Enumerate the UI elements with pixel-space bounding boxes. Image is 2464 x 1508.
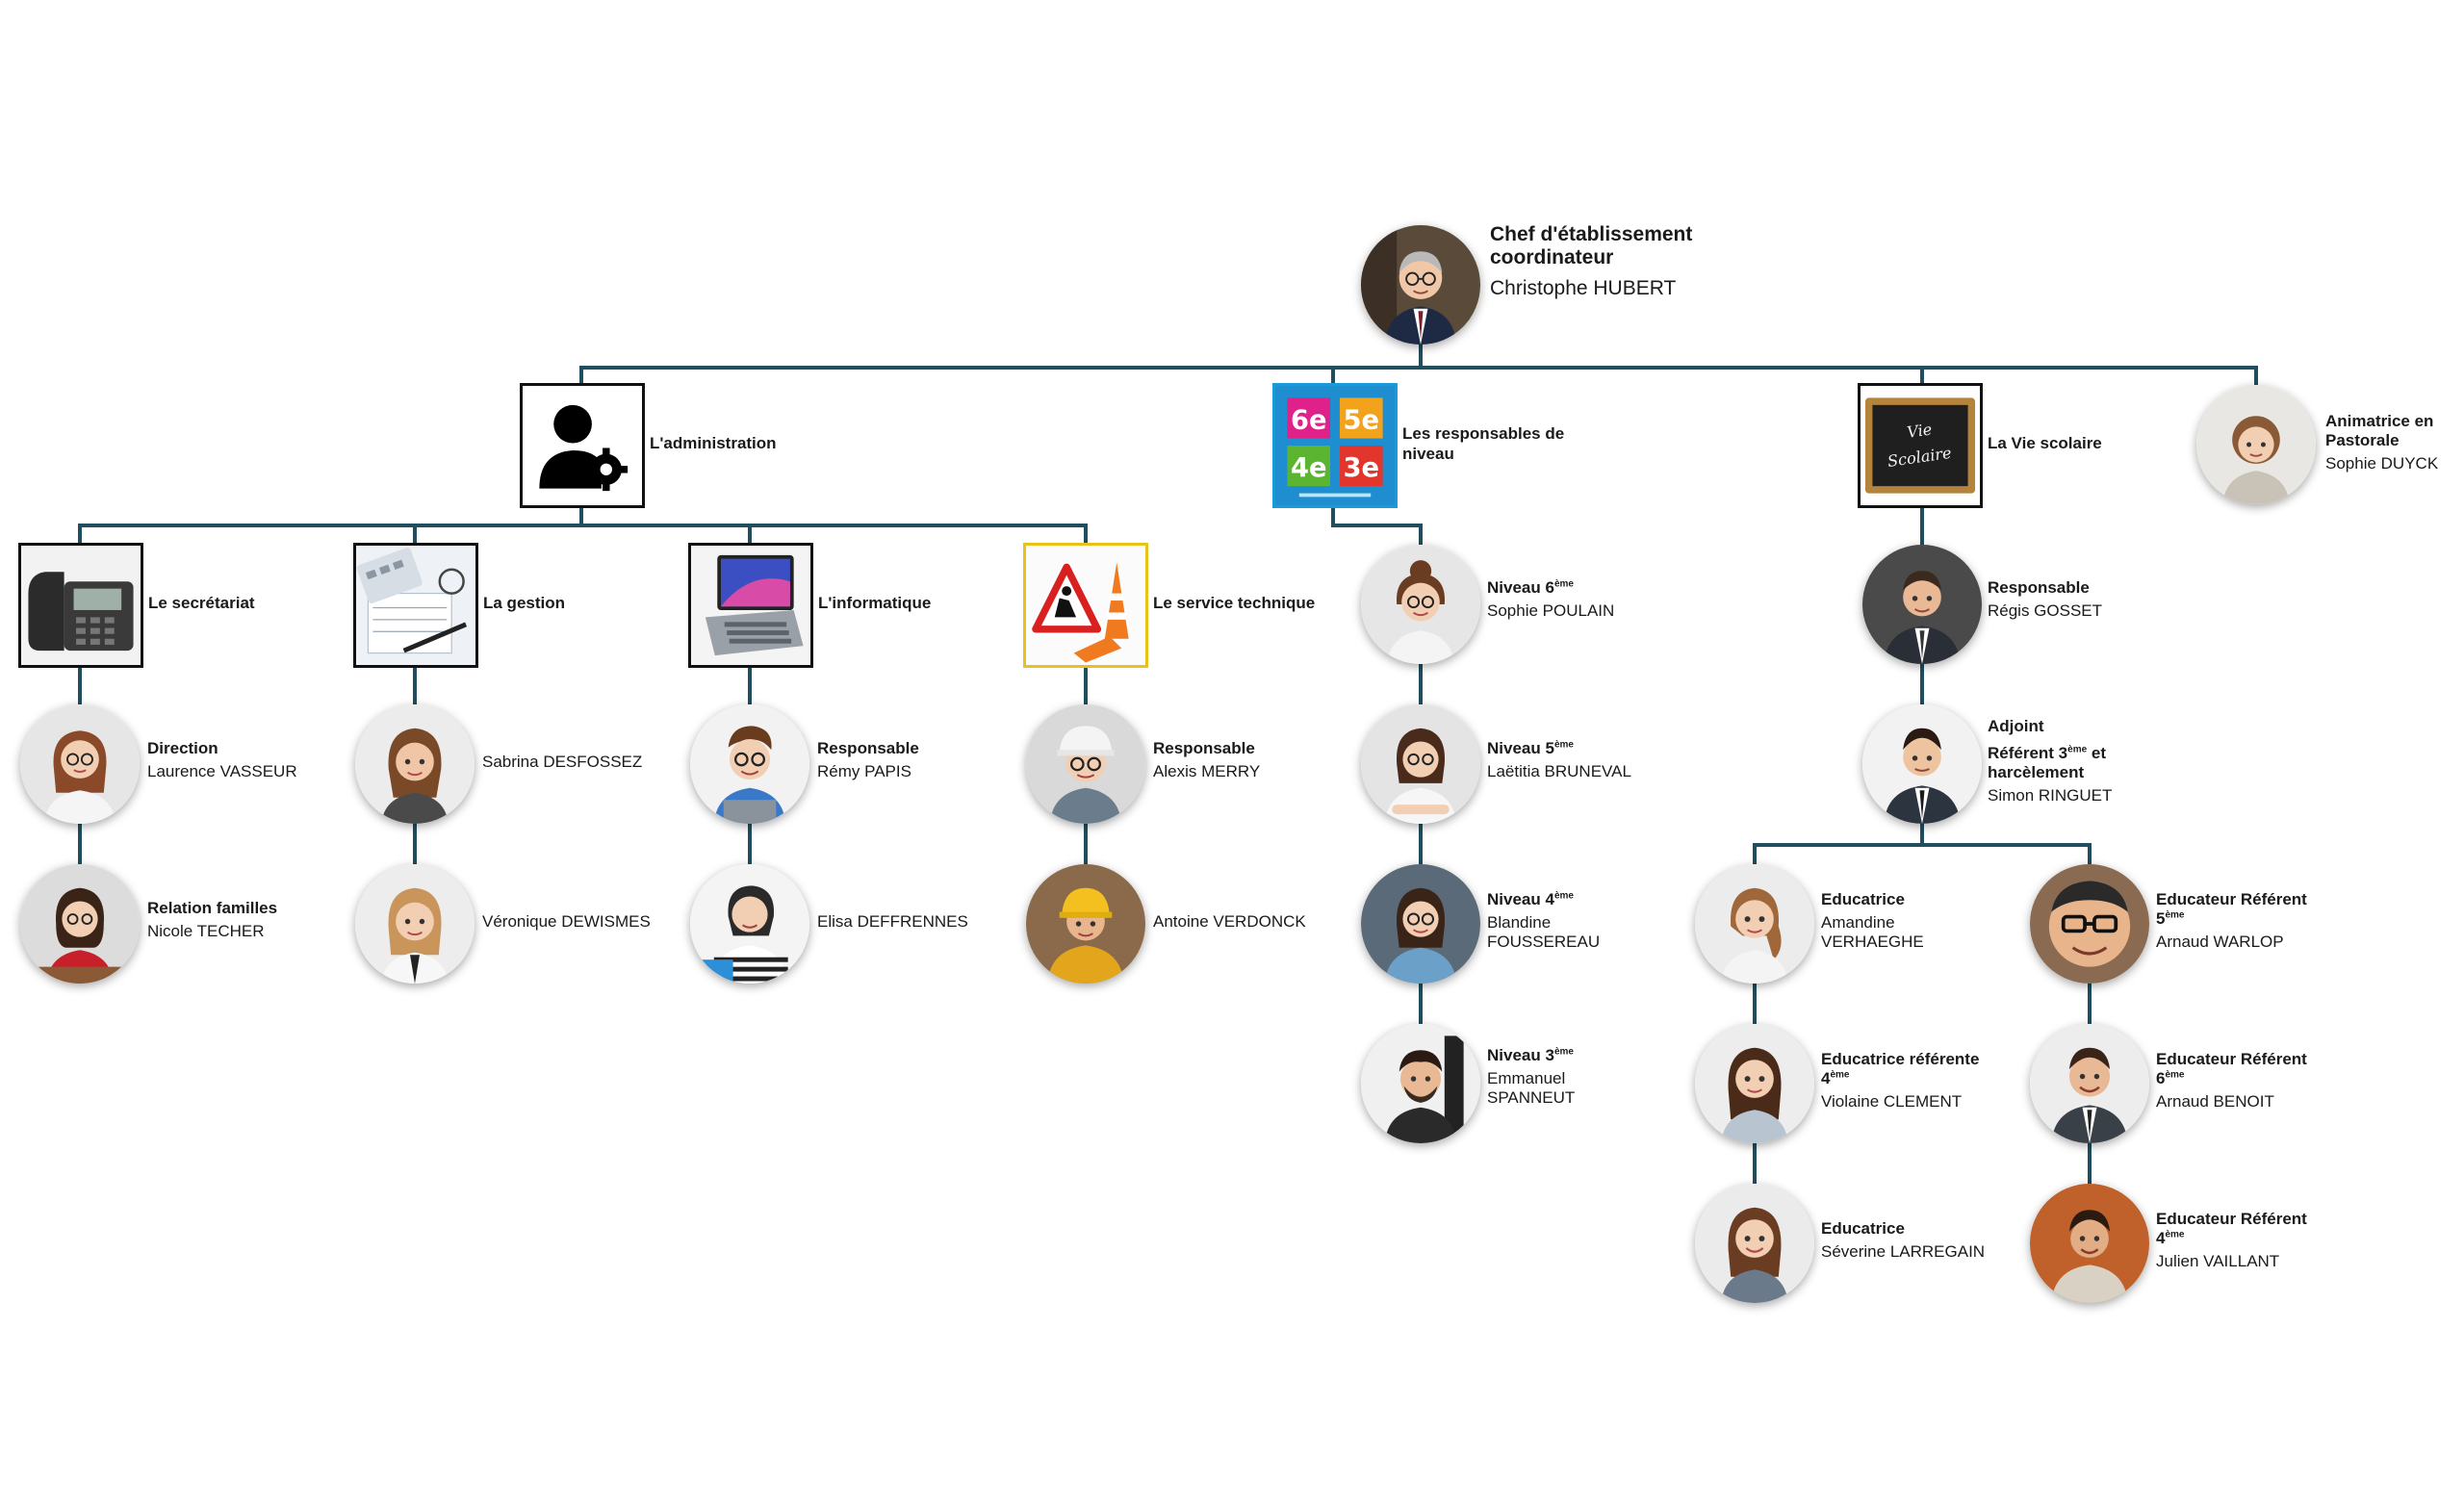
person-inf1-label: Responsable Rémy PAPIS xyxy=(817,739,919,781)
woman-striped-shirt-avatar-icon xyxy=(690,864,809,984)
chalk-line-1: Vie xyxy=(1906,420,1933,441)
woman-bun-glasses-avatar-icon xyxy=(1361,545,1480,664)
woman-dark-hair-avatar-icon xyxy=(1695,1024,1814,1143)
person-tec1-avatar xyxy=(1026,704,1145,824)
woman-ponytail-avatar-icon xyxy=(1695,864,1814,984)
person-edu2-avatar xyxy=(1695,1024,1814,1143)
person-inf2-avatar xyxy=(690,864,809,984)
person-niv3-avatar xyxy=(1361,1024,1480,1143)
man-glasses-suit-avatar-icon xyxy=(1361,225,1480,345)
woman-teacher-glasses-avatar-icon xyxy=(1361,864,1480,984)
person-edr2-avatar xyxy=(2030,1024,2149,1143)
person-ges2-label: Véronique DEWISMES xyxy=(482,912,651,931)
service-gestion-label: La gestion xyxy=(483,594,566,612)
woman-brown-hair-avatar-icon xyxy=(355,704,475,824)
tile-5e: 5e xyxy=(1344,406,1379,436)
man-hardhat-glasses-avatar-icon xyxy=(1026,704,1145,824)
service-secretariat-label: Le secrétariat xyxy=(148,594,255,612)
person-edr3-label: Educateur Référent 4ème Julien VAILLANT xyxy=(2156,1210,2307,1271)
chief-name: Christophe HUBERT xyxy=(1490,277,1677,300)
person-niv3-label: Niveau 3ème Emmanuel SPANNEUT xyxy=(1487,1046,1576,1108)
admin-gear-person-icon xyxy=(520,383,645,508)
unit-vie-scolaire-label: La Vie scolaire xyxy=(1988,434,2102,452)
woman-curly-hair-avatar-icon xyxy=(2196,385,2316,504)
worker-yellow-helmet-avatar-icon xyxy=(1026,864,1145,984)
levels-6e-5e-4e-3e-icon: 6e 5e 4e 3e xyxy=(1272,383,1398,508)
pastorale-role: Animatrice en Pastorale xyxy=(2325,412,2434,450)
chief-role: Chef d'établissement coordinateur xyxy=(1490,223,1693,269)
person-ges1-label: Sabrina DESFOSSEZ xyxy=(482,753,643,771)
person-edr1-label: Educateur Référent 5ème Arnaud WARLOP xyxy=(2156,890,2307,952)
unit-niveau-label: Les responsables de niveau xyxy=(1402,424,1565,463)
person-vs-resp-label: Responsable Régis GOSSET xyxy=(1988,578,2103,621)
man-dark-suit-avatar-icon xyxy=(1862,704,1982,824)
man-suit-tie-avatar-icon xyxy=(1862,545,1982,664)
person-edu3-avatar xyxy=(1695,1184,1814,1303)
person-niv5-label: Niveau 5ème Laëtitia BRUNEVAL xyxy=(1487,739,1631,781)
person-inf2-label: Elisa DEFFRENNES xyxy=(817,912,968,931)
woman-arms-crossed-avatar-icon xyxy=(1361,704,1480,824)
man-casual-avatar-icon xyxy=(2030,1184,2149,1303)
person-ges2-avatar xyxy=(355,864,475,984)
tile-4e: 4e xyxy=(1291,453,1326,483)
person-edr2-label: Educateur Référent 6ème Arnaud BENOIT xyxy=(2156,1050,2307,1112)
person-niv6-label: Niveau 6ème Sophie POULAIN xyxy=(1487,578,1615,621)
person-vs-resp-avatar xyxy=(1862,545,1982,664)
man-beard-avatar-icon xyxy=(1361,1024,1480,1143)
pastorale-avatar xyxy=(2196,385,2316,504)
desk-phone-icon xyxy=(18,543,143,668)
woman-smiling-avatar-icon xyxy=(1695,1184,1814,1303)
person-niv6-avatar xyxy=(1361,545,1480,664)
service-technique-label: Le service technique xyxy=(1153,594,1316,612)
laptop-icon xyxy=(688,543,813,668)
pastorale-name: Sophie DUYCK xyxy=(2325,454,2439,473)
chief-label: Chef d'établissement coordinateur Christ… xyxy=(1490,223,1702,300)
chalkboard-vie-scolaire-icon: Vie Scolaire xyxy=(1858,383,1983,508)
person-sec2-label: Relation familles Nicole TECHER xyxy=(147,899,278,941)
person-sec1-avatar xyxy=(20,704,140,824)
service-informatique-label: L'informatique xyxy=(818,594,932,612)
roadworks-sign-icon xyxy=(1023,543,1148,668)
person-niv4-label: Niveau 4ème Blandine FOUSSEREAU xyxy=(1487,890,1601,952)
person-vs-adj-avatar xyxy=(1862,704,1982,824)
person-ges1-avatar xyxy=(355,704,475,824)
person-niv4-avatar xyxy=(1361,864,1480,984)
person-niv5-avatar xyxy=(1361,704,1480,824)
man-bald-glasses-avatar-icon xyxy=(2030,864,2149,984)
person-sec2-avatar xyxy=(20,864,140,984)
person-tec1-label: Responsable Alexis MERRY xyxy=(1153,739,1261,781)
woman-desk-avatar-icon xyxy=(20,864,140,984)
person-edr3-avatar xyxy=(2030,1184,2149,1303)
person-edu1-label: Educatrice Amandine VERHAEGHE xyxy=(1821,890,1924,952)
person-edu1-avatar xyxy=(1695,864,1814,984)
calculator-paper-icon xyxy=(353,543,478,668)
tile-6e: 6e xyxy=(1291,406,1326,436)
person-edu3-label: Educatrice Séverine LARREGAIN xyxy=(1821,1219,1986,1262)
chief-avatar xyxy=(1361,225,1480,345)
person-vs-adj-label: Adjoint Référent 3ème et harcèlement Sim… xyxy=(1988,717,2113,805)
man-smiling-tie-avatar-icon xyxy=(2030,1024,2149,1143)
pastorale-label: Animatrice en Pastorale Sophie DUYCK xyxy=(2325,412,2460,473)
woman-blonde-avatar-icon xyxy=(355,864,475,984)
person-tec2-label: Antoine VERDONCK xyxy=(1153,912,1306,931)
person-tec2-avatar xyxy=(1026,864,1145,984)
woman-glasses-avatar-icon xyxy=(20,704,140,824)
person-edr1-avatar xyxy=(2030,864,2149,984)
tile-3e: 3e xyxy=(1344,453,1379,483)
man-glasses-laptop-avatar-icon xyxy=(690,704,809,824)
unit-administration-label: L'administration xyxy=(650,434,777,452)
person-sec1-label: Direction Laurence VASSEUR xyxy=(147,739,297,781)
person-inf1-avatar xyxy=(690,704,809,824)
person-edu2-label: Educatrice référente 4ème Violaine CLEME… xyxy=(1821,1050,1980,1112)
